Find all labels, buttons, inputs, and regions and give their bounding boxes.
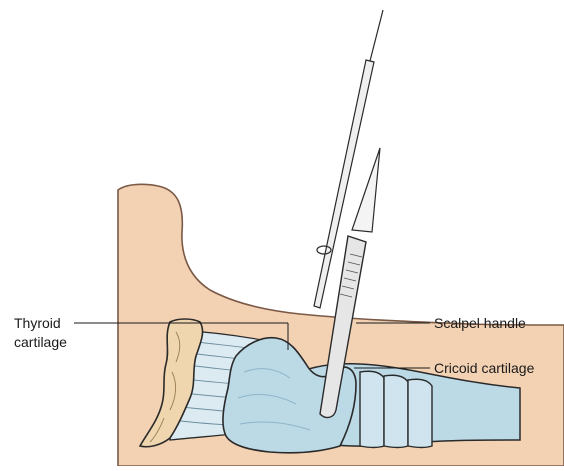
tracheal-rings <box>360 371 432 447</box>
tracheal-ring <box>360 371 384 447</box>
scalpel-handle-label: Scalpel handle <box>434 315 526 332</box>
tracheal-ring <box>384 375 408 447</box>
thyroid-cartilage-label-line1: Thyroid <box>14 315 61 332</box>
scalpel-blade <box>352 148 380 232</box>
cricoid-cartilage-label: Cricoid cartilage <box>434 360 534 377</box>
thyroid-cartilage-label-line2: cartilage <box>14 334 67 351</box>
tracheal-ring <box>408 379 432 447</box>
needle-tip <box>370 10 383 61</box>
